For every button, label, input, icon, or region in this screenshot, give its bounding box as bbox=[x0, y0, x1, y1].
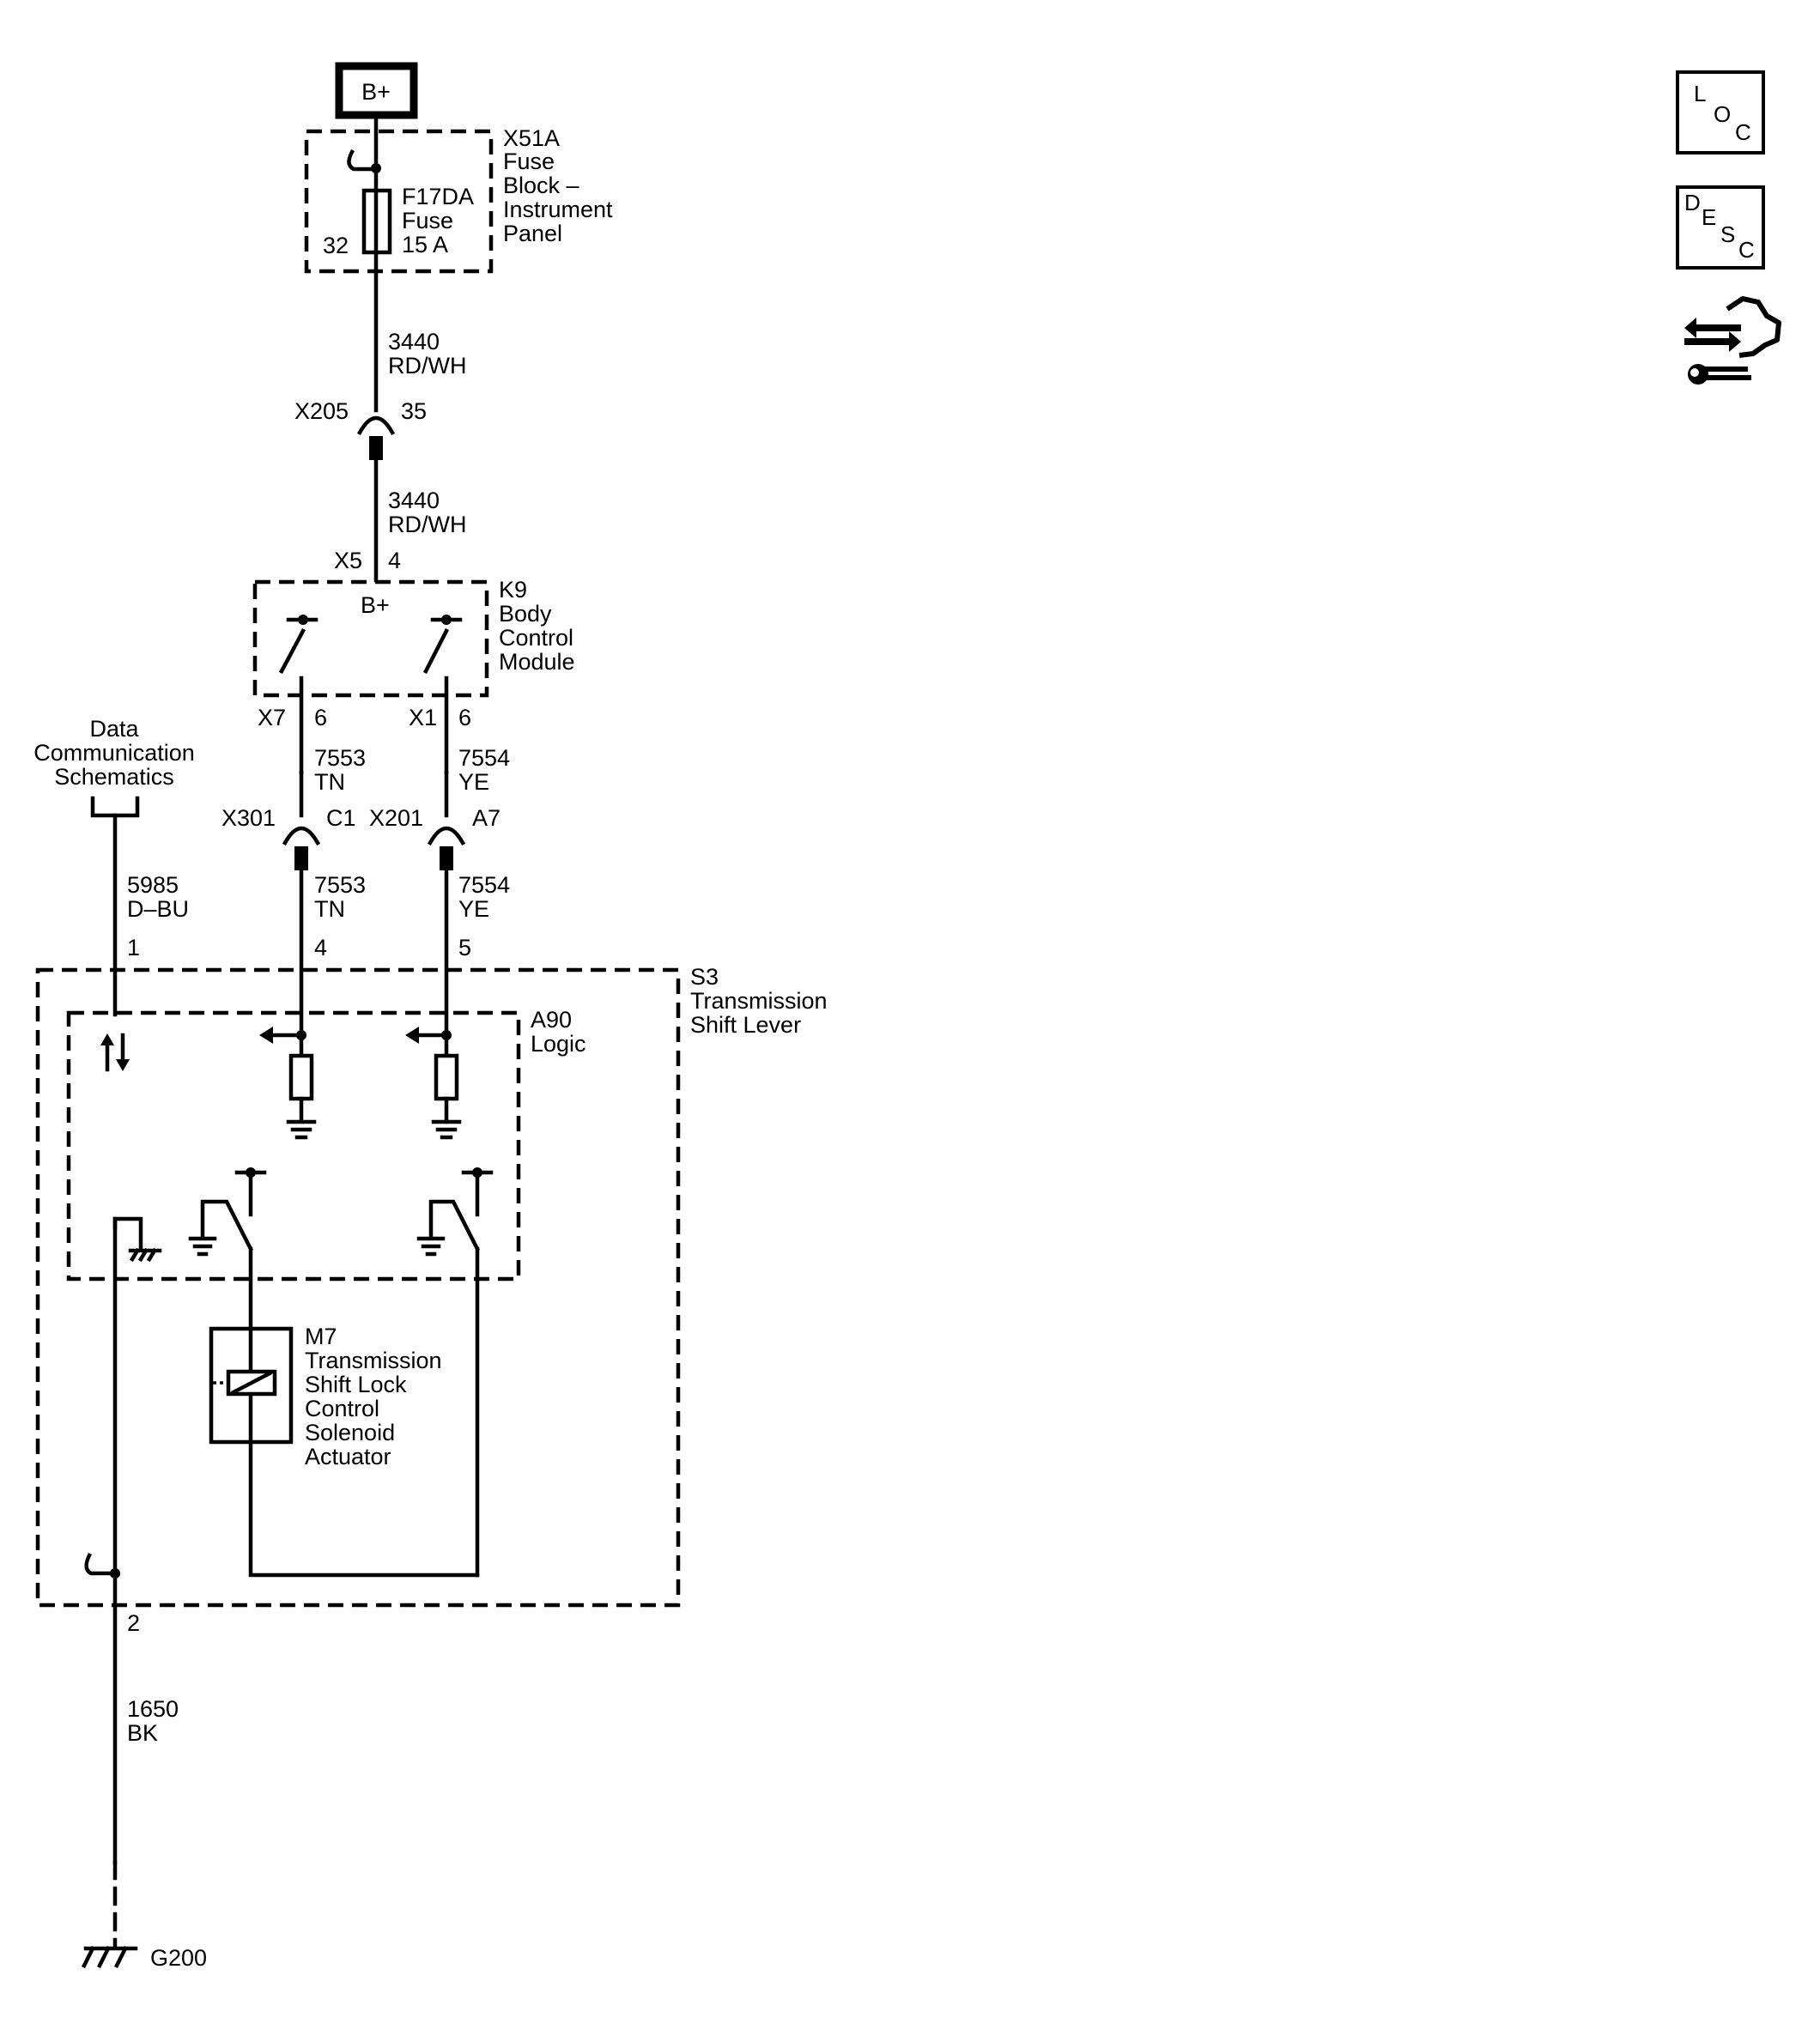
desc-letter-2: E bbox=[1702, 204, 1716, 230]
connector-x301: X301 C1 bbox=[221, 770, 356, 870]
wire-7553-circuit-b: 7553 bbox=[314, 872, 366, 898]
bcm-supply-label: B+ bbox=[361, 592, 390, 618]
wire-3440-color-a: RD/WH bbox=[388, 353, 466, 379]
s3-name-1: Transmission bbox=[690, 988, 828, 1014]
fuse-id: F17DA bbox=[402, 184, 474, 209]
input-circuit-7553 bbox=[259, 1027, 317, 1140]
x301-pin: C1 bbox=[326, 805, 356, 831]
ground-id: G200 bbox=[150, 1945, 207, 1971]
x201-id: X201 bbox=[369, 805, 423, 831]
fuse-block-name-4: Panel bbox=[503, 221, 562, 246]
x5-pin: 4 bbox=[388, 548, 401, 573]
wire-solenoid-return-b bbox=[248, 1435, 480, 1578]
s3-pin-2: 2 bbox=[127, 1610, 140, 1636]
wire-7554-color-b: YE bbox=[458, 896, 489, 922]
solenoid-id: M7 bbox=[305, 1324, 337, 1349]
logic-id: A90 bbox=[531, 1007, 572, 1033]
wire-3440-color-b: RD/WH bbox=[388, 512, 466, 537]
loc-letter-2: O bbox=[1714, 101, 1731, 127]
wire-7554-circuit-a: 7554 bbox=[458, 745, 510, 771]
connector-x205: X205 35 bbox=[294, 398, 427, 460]
wire-7554-circuit-b: 7554 bbox=[458, 872, 510, 898]
data-comm-line-3: Schematics bbox=[54, 764, 174, 790]
fuse-block-name-3: Instrument bbox=[503, 197, 613, 222]
fuse-block-name-2: Block – bbox=[503, 173, 579, 198]
x1-id: X1 bbox=[409, 705, 437, 730]
x301-id: X301 bbox=[221, 805, 276, 831]
solenoid-name-4: Solenoid bbox=[305, 1420, 395, 1445]
desc-letter-3: S bbox=[1720, 221, 1735, 247]
output-switch-right bbox=[416, 1167, 494, 1257]
desc-icon[interactable]: D E S C bbox=[1676, 185, 1765, 270]
wire-3440-circuit-b: 3440 bbox=[388, 488, 440, 513]
connector-x201: X201 A7 bbox=[369, 770, 500, 870]
logic-a90: A90 Logic bbox=[66, 1007, 586, 1282]
wire-3440-circuit-a: 3440 bbox=[388, 329, 440, 354]
x205-id: X205 bbox=[294, 398, 349, 424]
bus-tap bbox=[347, 148, 379, 172]
output-switch-left bbox=[188, 1167, 267, 1257]
data-communication-reference: Data Communication Schematics 5985 D–BU bbox=[33, 716, 195, 1017]
body-control-module-k9: X5 4 B+ K9 Body Control Module bbox=[252, 548, 575, 775]
loc-letter-1: L bbox=[1694, 81, 1706, 106]
x7-pin: 6 bbox=[314, 705, 327, 730]
wire-7554-color-a: YE bbox=[458, 769, 489, 795]
bcm-name-1: Body bbox=[499, 601, 552, 627]
desc-letter-4: C bbox=[1738, 237, 1755, 263]
input-circuit-7554 bbox=[405, 1027, 462, 1140]
wire-5985-circuit: 5985 bbox=[127, 872, 179, 898]
wire-7553-circuit-a: 7553 bbox=[314, 745, 366, 771]
data-comm-line-2: Communication bbox=[33, 740, 195, 766]
bcm-id: K9 bbox=[499, 577, 527, 603]
loc-letter-3: C bbox=[1735, 119, 1751, 145]
chassis-ground-icon bbox=[112, 1216, 162, 1263]
fuse-block-name-1: Fuse bbox=[503, 148, 555, 174]
desc-letter-1: D bbox=[1684, 190, 1701, 215]
battery-label: B+ bbox=[361, 79, 391, 105]
solenoid-name-1: Transmission bbox=[305, 1348, 442, 1373]
transmission-shift-lever-s3: 1 4 5 S3 Transmission Shift Lever 2 bbox=[35, 935, 828, 1636]
x201-pin: A7 bbox=[472, 805, 500, 831]
s3-pin-5: 5 bbox=[458, 935, 471, 960]
s3-pin-4: 4 bbox=[314, 935, 327, 960]
bcm-switch-right bbox=[422, 615, 463, 775]
fuse-f17da: F17DA Fuse 15 A bbox=[361, 166, 474, 258]
data-comm-line-1: Data bbox=[89, 716, 139, 742]
fuse-block-x51a: X51A Fuse Block – Instrument Panel 32 bbox=[304, 125, 613, 274]
x7-id: X7 bbox=[258, 705, 286, 730]
connector-end-view-icon[interactable] bbox=[1684, 296, 1781, 385]
wire-1650-circuit: 1650 bbox=[127, 1696, 179, 1722]
solenoid-name-5: Actuator bbox=[305, 1444, 391, 1469]
solenoid-name-2: Shift Lock bbox=[305, 1372, 407, 1397]
wire-7553-color-b: TN bbox=[314, 896, 345, 922]
fuse-rating: 15 A bbox=[402, 232, 448, 258]
s3-name-2: Shift Lever bbox=[690, 1012, 801, 1038]
bcm-name-3: Module bbox=[499, 649, 575, 675]
s3-pin-1: 1 bbox=[127, 935, 140, 960]
logic-name: Logic bbox=[531, 1031, 586, 1057]
x1-pin: 6 bbox=[458, 705, 471, 730]
bcm-name-2: Control bbox=[499, 625, 573, 651]
shift-lock-solenoid-m7: M7 Transmission Shift Lock Control Solen… bbox=[209, 1324, 442, 1469]
fuse-block-id: X51A bbox=[503, 125, 560, 151]
fuse-block-pin: 32 bbox=[323, 233, 349, 258]
solenoid-name-3: Control bbox=[305, 1396, 379, 1421]
wire-5985-color: D–BU bbox=[127, 896, 189, 922]
battery-source: B+ bbox=[335, 62, 418, 119]
fuse-type: Fuse bbox=[402, 208, 453, 233]
s3-id: S3 bbox=[690, 964, 719, 990]
bcm-switch-left bbox=[278, 615, 318, 775]
loc-icon[interactable]: L O C bbox=[1676, 70, 1765, 155]
ground-circuit-1650: 1650 BK bbox=[84, 1216, 179, 1948]
x5-id: X5 bbox=[334, 548, 362, 573]
x205-pin: 35 bbox=[401, 398, 427, 424]
wire-1650-color: BK bbox=[127, 1720, 158, 1746]
wire-7553-color-a: TN bbox=[314, 769, 345, 795]
ground-g200: G200 bbox=[81, 1945, 207, 1971]
serial-data-arrows-icon bbox=[100, 1033, 130, 1072]
